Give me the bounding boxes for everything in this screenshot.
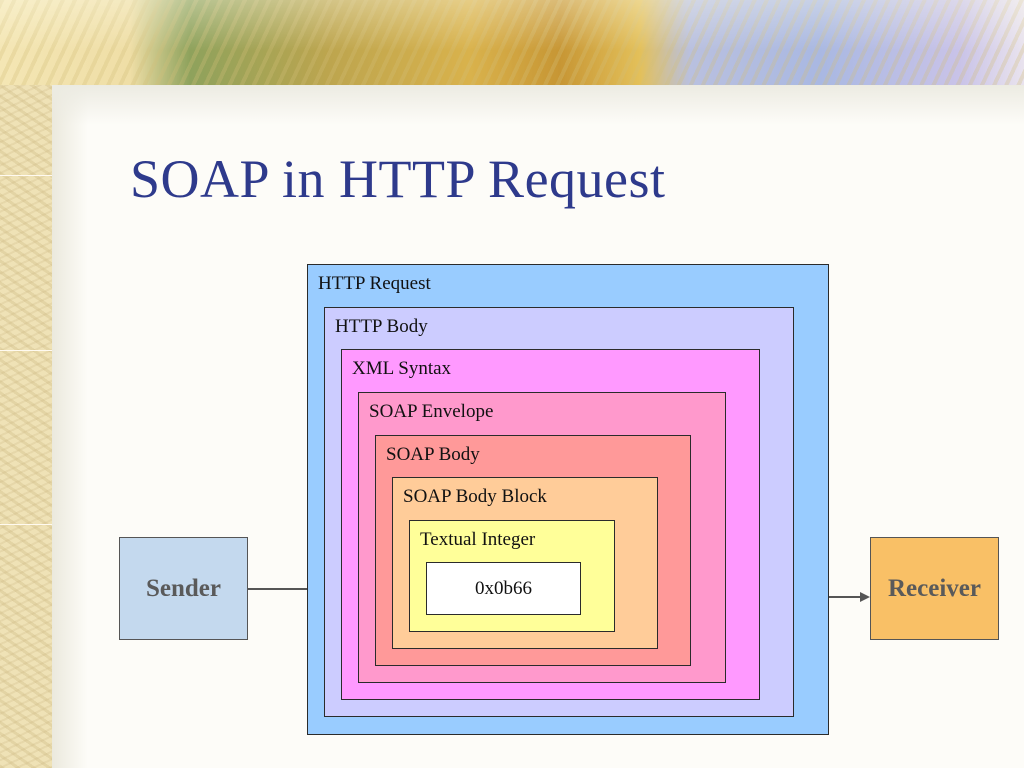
receiver-arrowhead-icon [860, 592, 870, 602]
sender-box: Sender [119, 537, 248, 640]
slide-title: SOAP in HTTP Request [130, 149, 666, 209]
integer-value-box: 0x0b66 [426, 562, 581, 615]
left-decorative-strip [0, 0, 52, 768]
banner-highlight [0, 0, 1024, 85]
layer-label-http-request: HTTP Request [318, 273, 431, 294]
receiver-label: Receiver [888, 574, 981, 602]
layer-label-http-body: HTTP Body [335, 316, 428, 337]
layer-label-textual-integer: Textual Integer [420, 529, 536, 550]
banner-shadow [52, 85, 1024, 125]
layer-label-soap-body-block: SOAP Body Block [403, 486, 547, 507]
left-strip-shadow [52, 0, 88, 768]
layer-label-soap-body: SOAP Body [386, 444, 480, 465]
receiver-box: Receiver [870, 537, 999, 640]
layer-label-soap-envelope: SOAP Envelope [369, 401, 494, 422]
integer-value: 0x0b66 [475, 577, 532, 599]
top-decorative-banner [0, 0, 1024, 85]
sender-label: Sender [146, 574, 221, 602]
layer-label-xml-syntax: XML Syntax [352, 358, 452, 379]
